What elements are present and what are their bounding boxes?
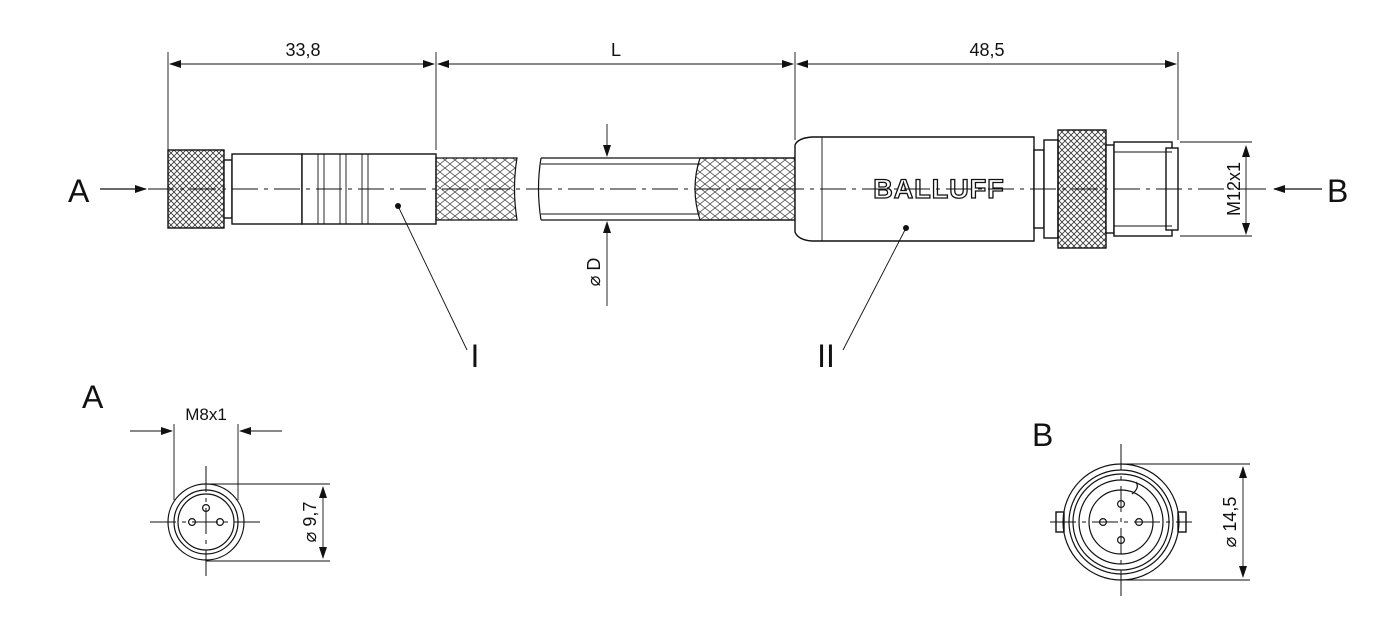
part-i-label: I	[471, 338, 480, 374]
side-b-label: B	[1327, 173, 1348, 209]
dim-cable-diameter: ⌀ D	[584, 258, 604, 287]
dim-view-a-diameter: ⌀ 9,7	[300, 502, 320, 543]
dimension-lines	[167, 52, 1179, 150]
leader-lines	[395, 203, 909, 351]
view-a-title: A	[82, 379, 104, 415]
side-a-label: A	[68, 173, 90, 209]
right-thread-dim	[1180, 141, 1252, 237]
dim-view-b-diameter: ⌀ 14,5	[1220, 497, 1240, 548]
view-b	[1050, 444, 1250, 600]
dim-left-length: 33,8	[285, 40, 320, 60]
dim-right-length: 48,5	[969, 40, 1004, 60]
view-b-title: B	[1032, 417, 1053, 453]
dim-cable-length: L	[611, 40, 621, 60]
dim-view-a-thread: M8x1	[185, 405, 227, 424]
view-a	[130, 424, 330, 580]
part-ii-label: II	[817, 338, 835, 374]
